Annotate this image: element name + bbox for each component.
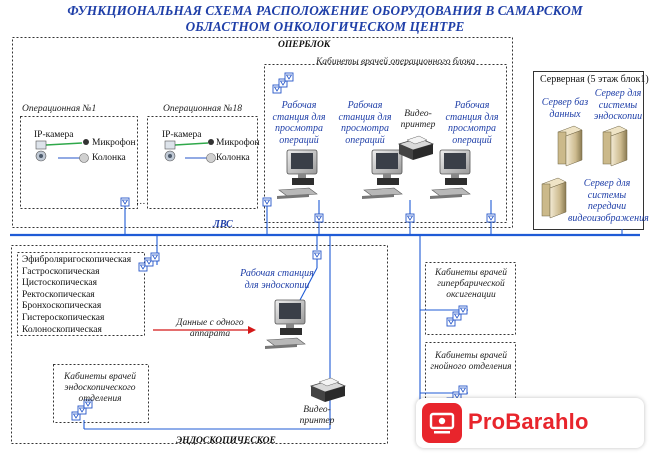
lan-label: ЛВС xyxy=(213,219,233,230)
server-room-label: Серверная (5 этаж блок1) xyxy=(540,74,649,85)
endo-server-label: Сервер для системы эндоскопии xyxy=(591,88,645,123)
endo-printer-line2: принтер xyxy=(299,416,335,426)
room2-speaker-label: Колонка xyxy=(216,153,250,163)
purulent-line1: Кабинеты врачей xyxy=(434,351,508,361)
operblock-cabinets-label: Кабинеты врачей операционного блока xyxy=(316,57,476,67)
room1-title: Операционная №1 xyxy=(22,104,97,114)
video-server-line4: видеоизображения xyxy=(568,212,649,224)
room2-camera-label: IP-камера xyxy=(162,130,202,140)
endo-doctors-label: Кабинеты врачей эндоскопического отделен… xyxy=(58,372,142,405)
endo-ws-line2: для эндоскопии xyxy=(244,279,310,291)
ws2-line3: просмотра xyxy=(340,123,390,134)
endo-device-item: Эфиброляригоскопическая xyxy=(22,255,132,265)
page-title-line2: ОБЛАСТНОМ ОНКОЛОГИЧЕСКОМ ЦЕНТРЕ xyxy=(185,19,465,34)
data-arrow-line1: Данные с одного xyxy=(176,318,244,328)
hyperbaric-line1: Кабинеты врачей xyxy=(434,268,508,278)
op-printer-label: Видео- принтер xyxy=(398,109,438,131)
room1-camera-label: IP-камера xyxy=(34,130,74,140)
watermark-logo-icon xyxy=(422,403,462,443)
hyperbaric-line2: гипербарической xyxy=(437,279,505,289)
operblock-label: ОПЕРБЛОК xyxy=(278,40,331,50)
ws3-label: Рабочая станция для просмотра операций xyxy=(440,100,504,146)
endo-doctors-line3: отделения xyxy=(78,394,122,404)
page-title-line1: ФУНКЦИОНАЛЬНАЯ СХЕМА РАСПОЛОЖЕНИЕ ОБОРУД… xyxy=(67,3,583,18)
endo-device-item: Цистоскопическая xyxy=(22,278,97,289)
ws3-line2: станция для xyxy=(445,111,499,123)
ws1-line2: станция для xyxy=(272,111,326,123)
room2-title: Операционная №18 xyxy=(163,104,243,114)
ws2-line1: Рабочая xyxy=(347,100,383,111)
endo-server-line2: системы xyxy=(598,99,638,111)
ws3-line4: операций xyxy=(452,134,492,146)
room1-speaker-label: Колонка xyxy=(92,153,126,163)
video-server-line1: Сервер для xyxy=(583,178,631,189)
ws1-label: Рабочая станция для просмотра операций xyxy=(268,100,330,146)
endo-server-line3: эндоскопии xyxy=(593,111,643,122)
ws1-line1: Рабочая xyxy=(281,100,317,111)
op-printer-line1: Видео- xyxy=(404,109,432,119)
endo-doctors-line1: Кабинеты врачей xyxy=(63,372,137,382)
endo-device-item: Колоноскопическая xyxy=(22,324,102,335)
video-server-line2: системы xyxy=(587,189,627,201)
endo-device-item: Бронхоскопическая xyxy=(22,301,102,312)
endo-device-item: Гистероскопическая xyxy=(22,312,105,323)
hyperbaric-line3: оксигенации xyxy=(446,290,496,300)
endoscopy-label: ЭНДОСКОПИЧЕСКОЕ xyxy=(176,436,276,446)
op-printer-line2: принтер xyxy=(400,120,436,130)
rooms-ellipsis: … xyxy=(136,197,146,207)
ws2-line2: станция для xyxy=(338,111,392,123)
endo-server-line1: Сервер для xyxy=(594,88,642,99)
purulent-line2: гнойного отделения xyxy=(430,362,512,372)
endo-printer-line1: Видео- xyxy=(303,405,331,415)
purulent-label: Кабинеты врачей гнойного отделения xyxy=(428,351,514,373)
watermark-badge[interactable]: ProBarahlo xyxy=(416,398,644,448)
ws2-line4: операций xyxy=(345,134,385,146)
ws3-line3: просмотра xyxy=(447,123,497,134)
endo-device-list: Эфиброляригоскопическая Гастроскопическа… xyxy=(22,255,131,336)
endo-printer-label: Видео- принтер xyxy=(292,405,342,427)
endo-device-item: Гастроскопическая xyxy=(22,266,100,277)
endo-doctors-line2: эндоскопического xyxy=(64,383,136,393)
ws3-line1: Рабочая xyxy=(454,100,490,111)
data-arrow-line2: аппарата xyxy=(189,329,231,339)
video-server-line3: передачи xyxy=(587,201,627,212)
endo-ws-line1: Рабочая станция xyxy=(240,268,314,279)
ws1-line3: просмотра xyxy=(274,123,324,134)
data-arrow-label: Данные с одного аппарата xyxy=(160,318,260,340)
endo-device-item: Ректоскопическая xyxy=(22,289,95,300)
db-server-line1: Сервер баз xyxy=(541,97,589,108)
room1-mic-label: Микрофон xyxy=(92,138,136,148)
ws2-label: Рабочая станция для просмотра операций xyxy=(334,100,396,146)
ws1-line4: операций xyxy=(279,134,319,146)
db-server-line2: данных xyxy=(549,108,581,120)
video-server-label: Сервер для системы передачи видеоизображ… xyxy=(568,178,649,224)
room2-mic-label: Микрофон xyxy=(216,138,260,148)
db-server-label: Сервер баз данных xyxy=(535,97,595,120)
hyperbaric-label: Кабинеты врачей гипербарической оксигена… xyxy=(428,268,514,301)
endo-ws-label: Рабочая станция для эндоскопии xyxy=(230,268,324,291)
watermark-brand-text: ProBarahlo xyxy=(468,409,589,434)
